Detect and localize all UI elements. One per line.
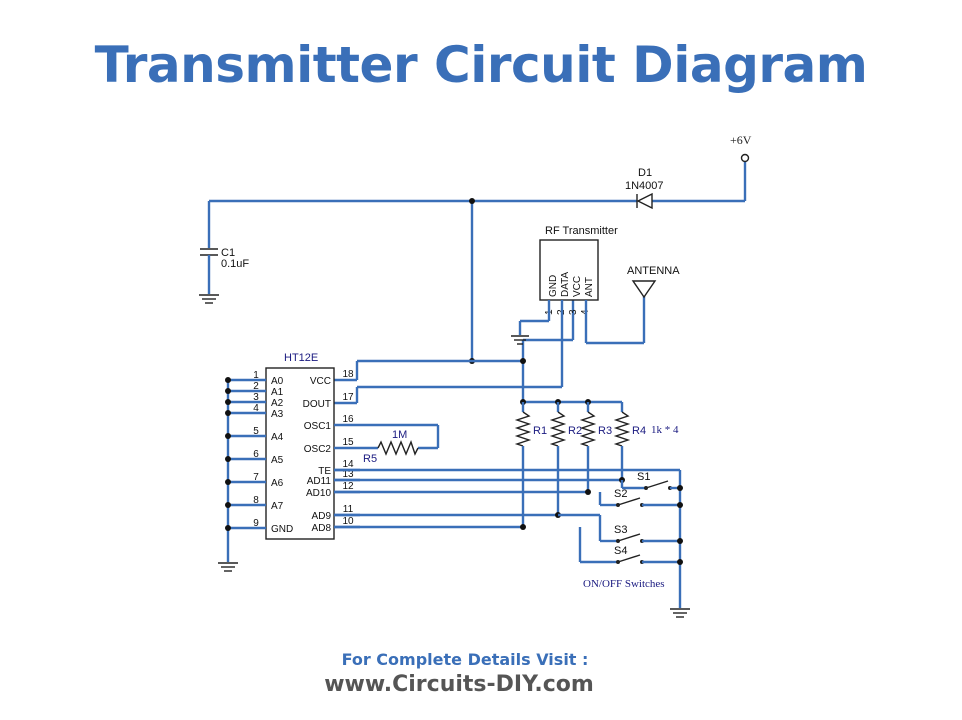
ic-left-pin-num: 4 xyxy=(253,403,259,414)
ground-ic xyxy=(218,562,238,572)
switch-s2: S2 xyxy=(612,488,680,507)
switch-ref: S4 xyxy=(614,545,627,557)
junction-left xyxy=(225,502,231,508)
ic-right-pin-name: AD10 xyxy=(306,488,331,499)
capacitor-ref: C1 xyxy=(221,247,235,259)
diode-value: 1N4007 xyxy=(625,180,664,192)
ic-right-pin-num: 17 xyxy=(342,392,354,403)
ic-left-pin-num: 8 xyxy=(253,495,259,506)
resistor-r2: R2 xyxy=(549,402,582,447)
ic-left-pin-num: 2 xyxy=(253,381,259,392)
ic-right-pin-name: OSC1 xyxy=(304,421,332,432)
ic-left-pin-name: A7 xyxy=(271,501,284,512)
ic-left-pin-num: 9 xyxy=(253,518,259,529)
ic-left-pin-name: A5 xyxy=(271,455,284,466)
r5-value: 1M xyxy=(392,429,407,441)
junction-pullup xyxy=(520,358,526,364)
diode-d1: D1 1N4007 xyxy=(625,167,664,210)
switch-ref: S3 xyxy=(614,524,627,536)
junction-left xyxy=(225,456,231,462)
resistor-ref: R4 xyxy=(632,425,646,437)
switch-ref: S2 xyxy=(614,488,627,500)
ic-left-pin-name: A2 xyxy=(271,398,284,409)
ic-right-pin-num: 16 xyxy=(342,414,354,425)
resistor-r1: R1 xyxy=(514,402,547,447)
ic-left-pin-name: A3 xyxy=(271,409,284,420)
rf-transmitter-module: RF Transmitter GND DATA VCC ANT 1 2 3 4 xyxy=(539,225,618,315)
switches-label: ON/OFF Switches xyxy=(583,578,665,590)
ic-left-pin-num: 7 xyxy=(253,472,259,483)
ic-right-pin-name: VCC xyxy=(310,376,331,387)
switch-ref: S1 xyxy=(637,471,650,483)
capacitor-value: 0.1uF xyxy=(221,258,249,270)
switch-s1: S1 xyxy=(637,471,680,490)
supply-terminal xyxy=(740,153,750,163)
ic-name: HT12E xyxy=(284,352,318,364)
footer-visit-text: For Complete Details Visit : xyxy=(341,650,589,669)
ic-right-pin-name: AD11 xyxy=(307,476,332,487)
antenna-label: ANTENNA xyxy=(627,265,680,277)
junction-left xyxy=(225,525,231,531)
resistor-r4: R4 xyxy=(613,402,646,447)
supply-label: +6V xyxy=(730,133,752,147)
antenna-symbol: ANTENNA xyxy=(627,265,680,299)
rf-pin-data-name: DATA xyxy=(560,271,571,297)
junction-left xyxy=(225,410,231,416)
junction-left xyxy=(225,388,231,394)
resistor-r5: 1M R5 xyxy=(363,429,419,465)
ic-left-pin-name: A6 xyxy=(271,478,284,489)
resistor-ref: R3 xyxy=(598,425,612,437)
ic-left-pin-num: 5 xyxy=(253,426,259,437)
ic-right-pin-name: TE xyxy=(318,466,331,477)
junction-left xyxy=(225,479,231,485)
resistor-r3: R3 xyxy=(579,402,612,447)
ic-right-pin-num: 18 xyxy=(342,369,354,380)
ground-rf xyxy=(511,335,529,345)
ic-left-pin-num: 3 xyxy=(253,392,259,403)
rf-pin-ant-name: ANT xyxy=(584,277,595,297)
resistor-value-note: 1k * 4 xyxy=(651,424,679,436)
ic-left-pin-name: A1 xyxy=(271,387,284,398)
ic-right-pin-num: 15 xyxy=(342,437,354,448)
rf-pin-gnd-name: GND xyxy=(548,275,559,297)
page-title: Transmitter Circuit Diagram xyxy=(94,36,868,94)
ic-right-pin-num: 12 xyxy=(342,481,354,492)
ic-right-pin-name: OSC2 xyxy=(304,444,332,455)
ic-ht12e: HT12E xyxy=(265,352,335,540)
junction-left xyxy=(225,399,231,405)
junction-left xyxy=(225,377,231,383)
ic-right-pin-name: DOUT xyxy=(303,399,331,410)
footer-website[interactable]: www.Circuits-DIY.com xyxy=(324,672,594,697)
rf-pin-3-num: 3 xyxy=(568,309,579,315)
resistor-ref: R2 xyxy=(568,425,582,437)
ic-right-pin-num: 10 xyxy=(342,516,354,527)
ic-left-pin-name: GND xyxy=(271,524,293,535)
ic-left-pin-num: 1 xyxy=(253,370,259,381)
ground-c1 xyxy=(199,294,219,304)
r5-ref: R5 xyxy=(363,453,377,465)
switch-s3: S3 xyxy=(612,524,680,543)
ground-switches xyxy=(670,608,690,618)
switch-s4: S4 xyxy=(612,545,680,564)
ic-right-pin-num: 13 xyxy=(342,469,354,480)
ic-right-pin-num: 14 xyxy=(342,459,354,470)
diode-ref: D1 xyxy=(638,167,652,179)
ic-left-pin-name: A0 xyxy=(271,376,284,387)
ic-right-pin-num: 11 xyxy=(343,504,354,515)
resistor-ref: R1 xyxy=(533,425,547,437)
capacitor-c1: C1 0.1uF xyxy=(200,247,249,270)
ic-right-pin-name: AD9 xyxy=(312,511,332,522)
ic-left-pin-name: A4 xyxy=(271,432,284,443)
ic-left-pin-num: 6 xyxy=(253,449,259,460)
junction-vcc-top xyxy=(469,198,475,204)
ic-right-pin-name: AD8 xyxy=(312,523,332,534)
rf-pin-vcc-name: VCC xyxy=(572,276,583,297)
junction-left xyxy=(225,433,231,439)
rf-title: RF Transmitter xyxy=(545,225,618,237)
